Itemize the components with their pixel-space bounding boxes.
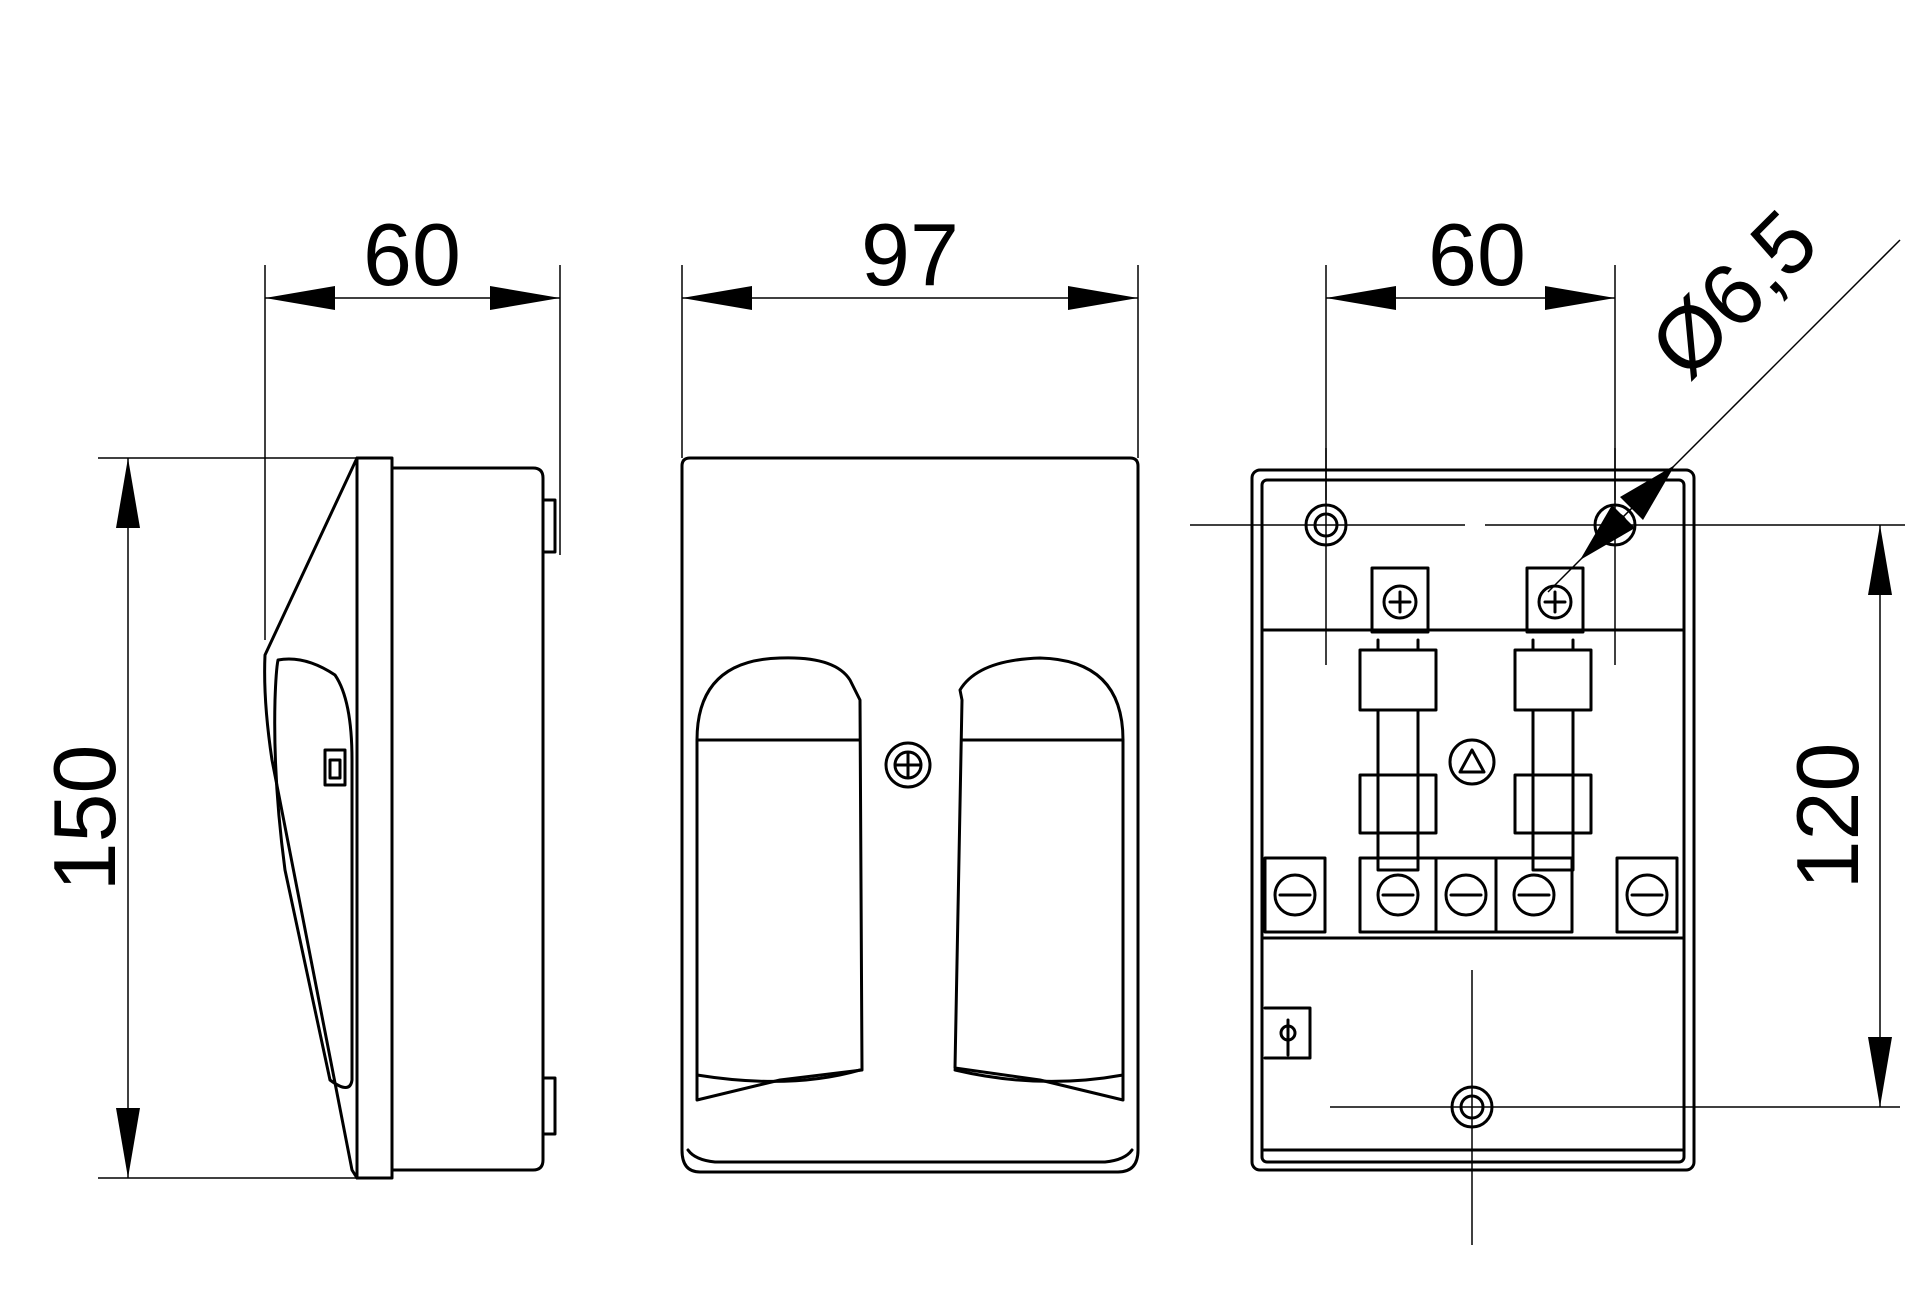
dimension-hole-spacing-horizontal-label: 60	[1428, 205, 1526, 304]
front-view-left-pocket	[695, 656, 864, 1102]
terminal-block	[1263, 856, 1679, 934]
rear-view-latch	[1263, 1006, 1312, 1060]
dimension-side-width-label: 60	[363, 205, 461, 304]
side-view-body	[390, 466, 545, 1172]
front-view-bottom-band	[686, 1148, 1134, 1164]
dimension-height: 150	[35, 458, 140, 1178]
dimension-hole-spacing-horizontal: 60	[1326, 205, 1615, 310]
fuse-holder-left	[1358, 566, 1438, 872]
dimension-side-width: 60	[265, 205, 560, 310]
rear-view-outline	[1250, 468, 1696, 1172]
dimension-hole-diameter-label: Ø6,5	[1631, 191, 1836, 396]
front-view-right-pocket-bottom	[953, 1068, 1125, 1083]
side-view-tab-bottom	[541, 1076, 557, 1136]
front-view	[680, 456, 1140, 1174]
side-view-latch	[323, 748, 347, 787]
center-lines	[98, 265, 1905, 1245]
front-view-screw	[884, 741, 932, 789]
front-view-outline	[680, 456, 1140, 1174]
front-view-right-pocket	[953, 656, 1125, 1102]
rear-view	[1250, 468, 1696, 1172]
dimension-height-label: 150	[35, 745, 134, 892]
side-view-flange	[355, 456, 394, 1180]
side-view-handle	[273, 657, 354, 1089]
dimension-hole-diameter: Ø6,5	[1547, 191, 1901, 593]
fuse-holder-right	[1513, 566, 1593, 872]
dimension-front-width-label: 97	[861, 205, 959, 304]
rear-view-inner	[1260, 478, 1686, 1164]
dimension-hole-spacing-vertical-label: 120	[1778, 743, 1877, 890]
earth-triangle-symbol	[1448, 738, 1496, 786]
side-view-tab-top	[541, 498, 557, 554]
side-view-cover	[263, 456, 359, 1180]
front-view-left-pocket-bottom	[695, 1068, 862, 1083]
dimension-hole-spacing-vertical: 120	[1778, 525, 1892, 1107]
dimension-front-width: 97	[682, 205, 1138, 310]
side-view	[263, 456, 557, 1180]
